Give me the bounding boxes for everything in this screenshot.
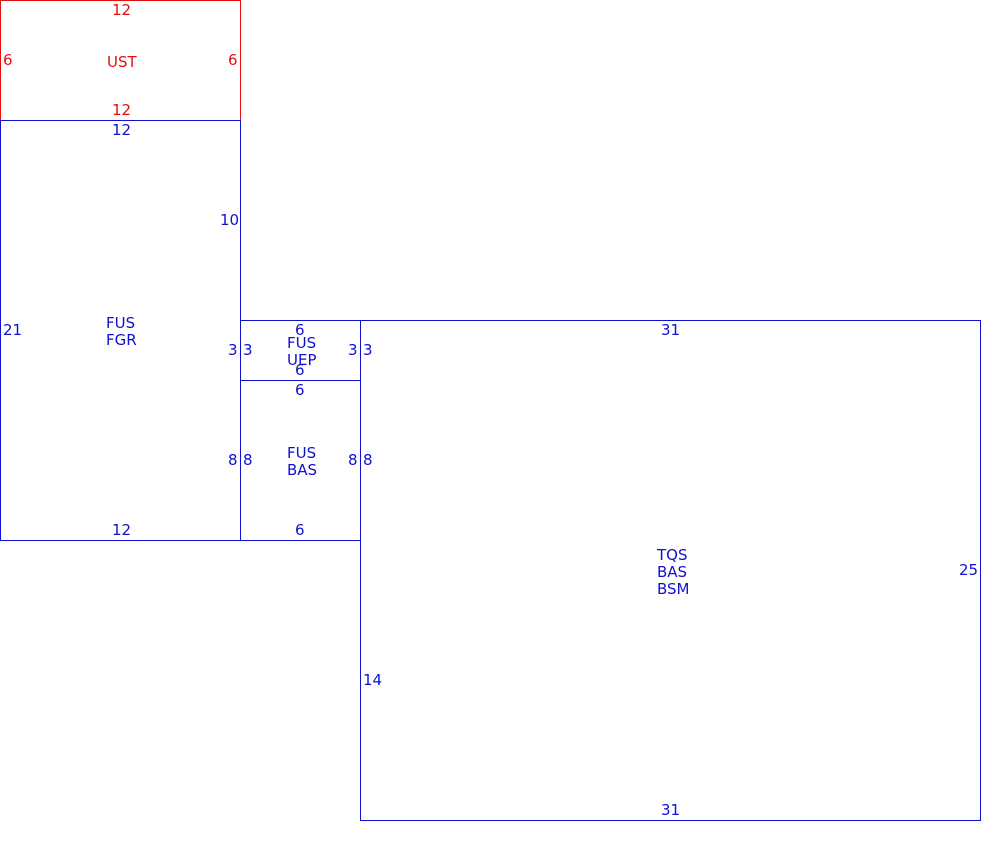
uep-top-dim: 6 — [295, 321, 305, 339]
tqs-top-dim: 31 — [661, 321, 681, 339]
ust-left-dim: 6 — [3, 51, 13, 69]
fgr-right-mid-dim: 3 — [228, 341, 238, 359]
room-tqs-bas-bsm — [360, 320, 981, 821]
fgr-right-low-dim: 8 — [228, 451, 238, 469]
tqs-left-upper-a-dim: 3 — [363, 341, 373, 359]
ust-right-dim: 6 — [228, 51, 238, 69]
uep-name: FUS UEP — [287, 335, 317, 369]
uep-right-dim: 3 — [348, 341, 358, 359]
fbas-name-line-1: FUS — [287, 444, 317, 462]
fbas-right-dim: 8 — [348, 451, 358, 469]
tqs-left-upper-b-dim: 8 — [363, 451, 373, 469]
tqs-left-lower-dim: 14 — [363, 671, 383, 689]
uep-name-line-2: UEP — [287, 351, 317, 369]
fgr-name-line-2: FGR — [106, 331, 137, 349]
tqs-name: TQS BAS BSM — [657, 547, 690, 598]
fbas-name: FUS BAS — [287, 445, 317, 479]
fbas-left-dim: 8 — [243, 451, 253, 469]
fgr-top-dim: 12 — [112, 121, 132, 139]
uep-name-line-1: FUS — [287, 334, 317, 352]
fbas-bottom-dim: 6 — [295, 521, 305, 539]
uep-left-dim: 3 — [243, 341, 253, 359]
fgr-name-line-1: FUS — [106, 314, 136, 332]
ust-bottom-dim: 12 — [112, 101, 132, 119]
tqs-bottom-dim: 31 — [661, 801, 681, 819]
fgr-right-upper-dim: 10 — [220, 211, 240, 229]
fgr-left-dim: 21 — [3, 321, 23, 339]
fbas-name-line-2: BAS — [287, 461, 318, 479]
fgr-name: FUS FGR — [106, 315, 137, 349]
tqs-name-line-1: TQS — [657, 546, 688, 564]
tqs-name-line-2: BAS — [657, 563, 688, 581]
tqs-right-dim: 25 — [959, 561, 979, 579]
tqs-name-line-3: BSM — [657, 580, 690, 598]
ust-name: UST — [107, 54, 137, 71]
ust-top-dim: 12 — [112, 1, 132, 19]
fbas-top-dim: 6 — [295, 381, 305, 399]
ust-name-line: UST — [107, 53, 137, 71]
fgr-bottom-dim: 12 — [112, 521, 132, 539]
uep-bottom-dim: 6 — [295, 361, 305, 379]
